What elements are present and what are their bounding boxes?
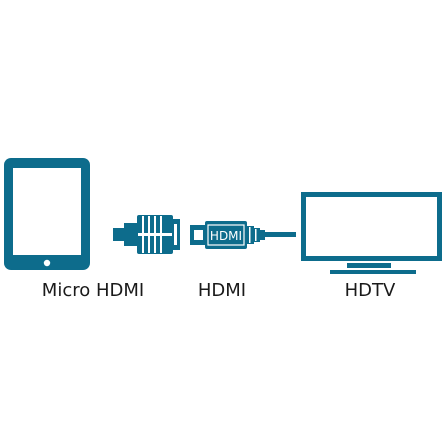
hdtv-label: HDTV	[344, 280, 396, 301]
hdmi-plug-text: HDMI	[210, 229, 242, 243]
micro-hdmi-label: Micro HDMI	[41, 280, 145, 301]
tv-icon	[301, 192, 442, 274]
tablet-icon	[4, 158, 90, 270]
hdmi-label: HDMI	[197, 280, 247, 301]
hdmi-cable-icon: HDMI	[190, 221, 296, 249]
micro-hdmi-adapter-icon	[113, 215, 180, 254]
